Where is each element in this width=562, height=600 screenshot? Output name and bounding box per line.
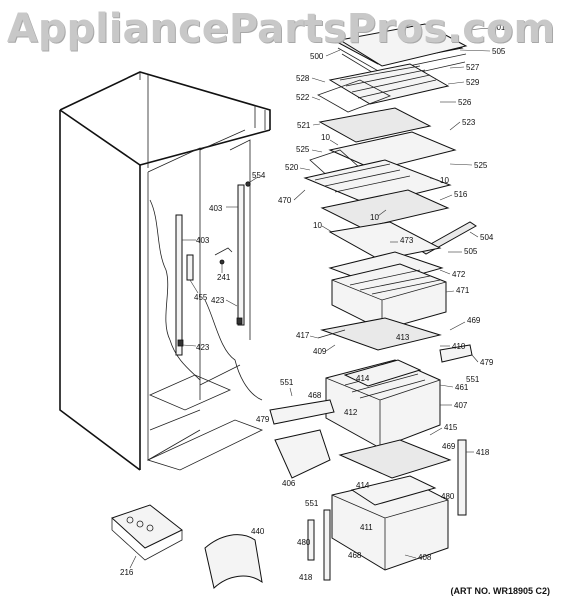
glass-cover-415 <box>338 439 452 479</box>
callout-403-upper: 403 <box>209 204 223 213</box>
callout-440: 440 <box>251 527 265 536</box>
part-417 <box>317 329 346 339</box>
callout-461: 461 <box>455 383 469 392</box>
slide-rail-418-left <box>323 509 331 581</box>
callout-554: 554 <box>252 171 266 180</box>
callout-523: 523 <box>462 118 476 127</box>
callout-407: 407 <box>454 401 468 410</box>
callout-470: 470 <box>278 196 292 205</box>
callout-505-top: 505 <box>492 47 506 56</box>
callout-551-left: 551 <box>280 378 294 387</box>
callout-480-right: 480 <box>441 492 455 501</box>
callout-413: 413 <box>396 333 410 342</box>
slide-rail-418-right <box>457 439 467 516</box>
cover-473 <box>328 221 442 261</box>
callout-525-right: 525 <box>474 161 488 170</box>
callout-241: 241 <box>217 273 231 282</box>
bracket-480-left <box>307 519 315 561</box>
callout-414-lower: 414 <box>356 481 370 490</box>
callout-471: 471 <box>456 286 470 295</box>
hinge-241 <box>214 247 233 273</box>
callout-411: 411 <box>360 523 373 532</box>
callout-469-lower: 469 <box>442 442 456 451</box>
callout-403-lower: 403 <box>196 236 210 245</box>
bracket-423-right <box>225 299 243 325</box>
drawer-408 <box>331 475 449 571</box>
callout-418-lower: 418 <box>299 573 313 582</box>
callout-415: 415 <box>444 423 458 432</box>
callout-527: 527 <box>466 63 480 72</box>
callout-501: 501 <box>492 23 506 32</box>
callout-10-c: 10 <box>370 213 379 222</box>
slide-rail-479-left <box>269 399 335 425</box>
callout-10-b: 10 <box>440 176 449 185</box>
shelf-assembly-500 <box>335 23 468 81</box>
callout-409: 409 <box>313 347 327 356</box>
callout-412: 412 <box>344 408 358 417</box>
callout-418-right: 418 <box>476 448 490 457</box>
callout-417: 417 <box>296 331 310 340</box>
callout-521: 521 <box>297 121 311 130</box>
callout-500: 500 <box>310 52 324 61</box>
callout-468-mid: 468 <box>308 391 322 400</box>
callout-551-lower: 551 <box>305 499 319 508</box>
callout-520: 520 <box>285 163 299 172</box>
callout-216: 216 <box>120 568 134 577</box>
screw-554 <box>245 176 259 187</box>
callout-423-upper: 423 <box>211 296 225 305</box>
callout-423-lower: 423 <box>196 343 210 352</box>
drawer-407 <box>325 359 441 449</box>
callout-473: 473 <box>400 236 414 245</box>
callout-526: 526 <box>458 98 472 107</box>
dairy-bin-216 <box>111 504 183 561</box>
part-455 <box>186 254 199 294</box>
rail-403-lower <box>175 214 196 356</box>
callout-504: 504 <box>480 233 494 242</box>
callout-522: 522 <box>296 93 310 102</box>
glass-shelf-516 <box>320 189 450 229</box>
callout-472: 472 <box>452 270 466 279</box>
callout-516: 516 <box>454 190 468 199</box>
callout-479-left: 479 <box>256 415 270 424</box>
callout-455: 455 <box>194 293 208 302</box>
rail-403-upper <box>226 184 245 326</box>
callout-414-upper: 414 <box>356 374 370 383</box>
cover-440 <box>204 534 263 589</box>
callout-408: 408 <box>418 553 432 562</box>
shelf-frame-528 <box>317 63 450 113</box>
handle-406 <box>274 429 331 479</box>
glass-shelf-521 <box>318 107 432 143</box>
callout-labels: 501 505 500 527 528 529 522 526 521 523 … <box>120 23 506 582</box>
callout-529: 529 <box>466 78 480 87</box>
callout-525-left: 525 <box>296 145 310 154</box>
glass-cover-409 <box>320 317 442 351</box>
art-number: (ART NO. WR18905 C2) <box>450 586 550 596</box>
callout-469-upper: 469 <box>467 316 481 325</box>
callout-10-a: 10 <box>321 133 330 142</box>
callout-479-right: 479 <box>480 358 494 367</box>
refrigerator-cabinet <box>59 71 271 471</box>
callout-410: 410 <box>452 342 466 351</box>
callout-406: 406 <box>282 479 296 488</box>
callout-480-left: 480 <box>297 538 311 547</box>
callout-468-lower: 468 <box>348 551 362 560</box>
callout-551-right: 551 <box>466 375 480 384</box>
callout-10-d: 10 <box>313 221 322 230</box>
bracket-423-left <box>177 339 197 347</box>
callout-528: 528 <box>296 74 310 83</box>
callout-505-mid: 505 <box>464 247 478 256</box>
